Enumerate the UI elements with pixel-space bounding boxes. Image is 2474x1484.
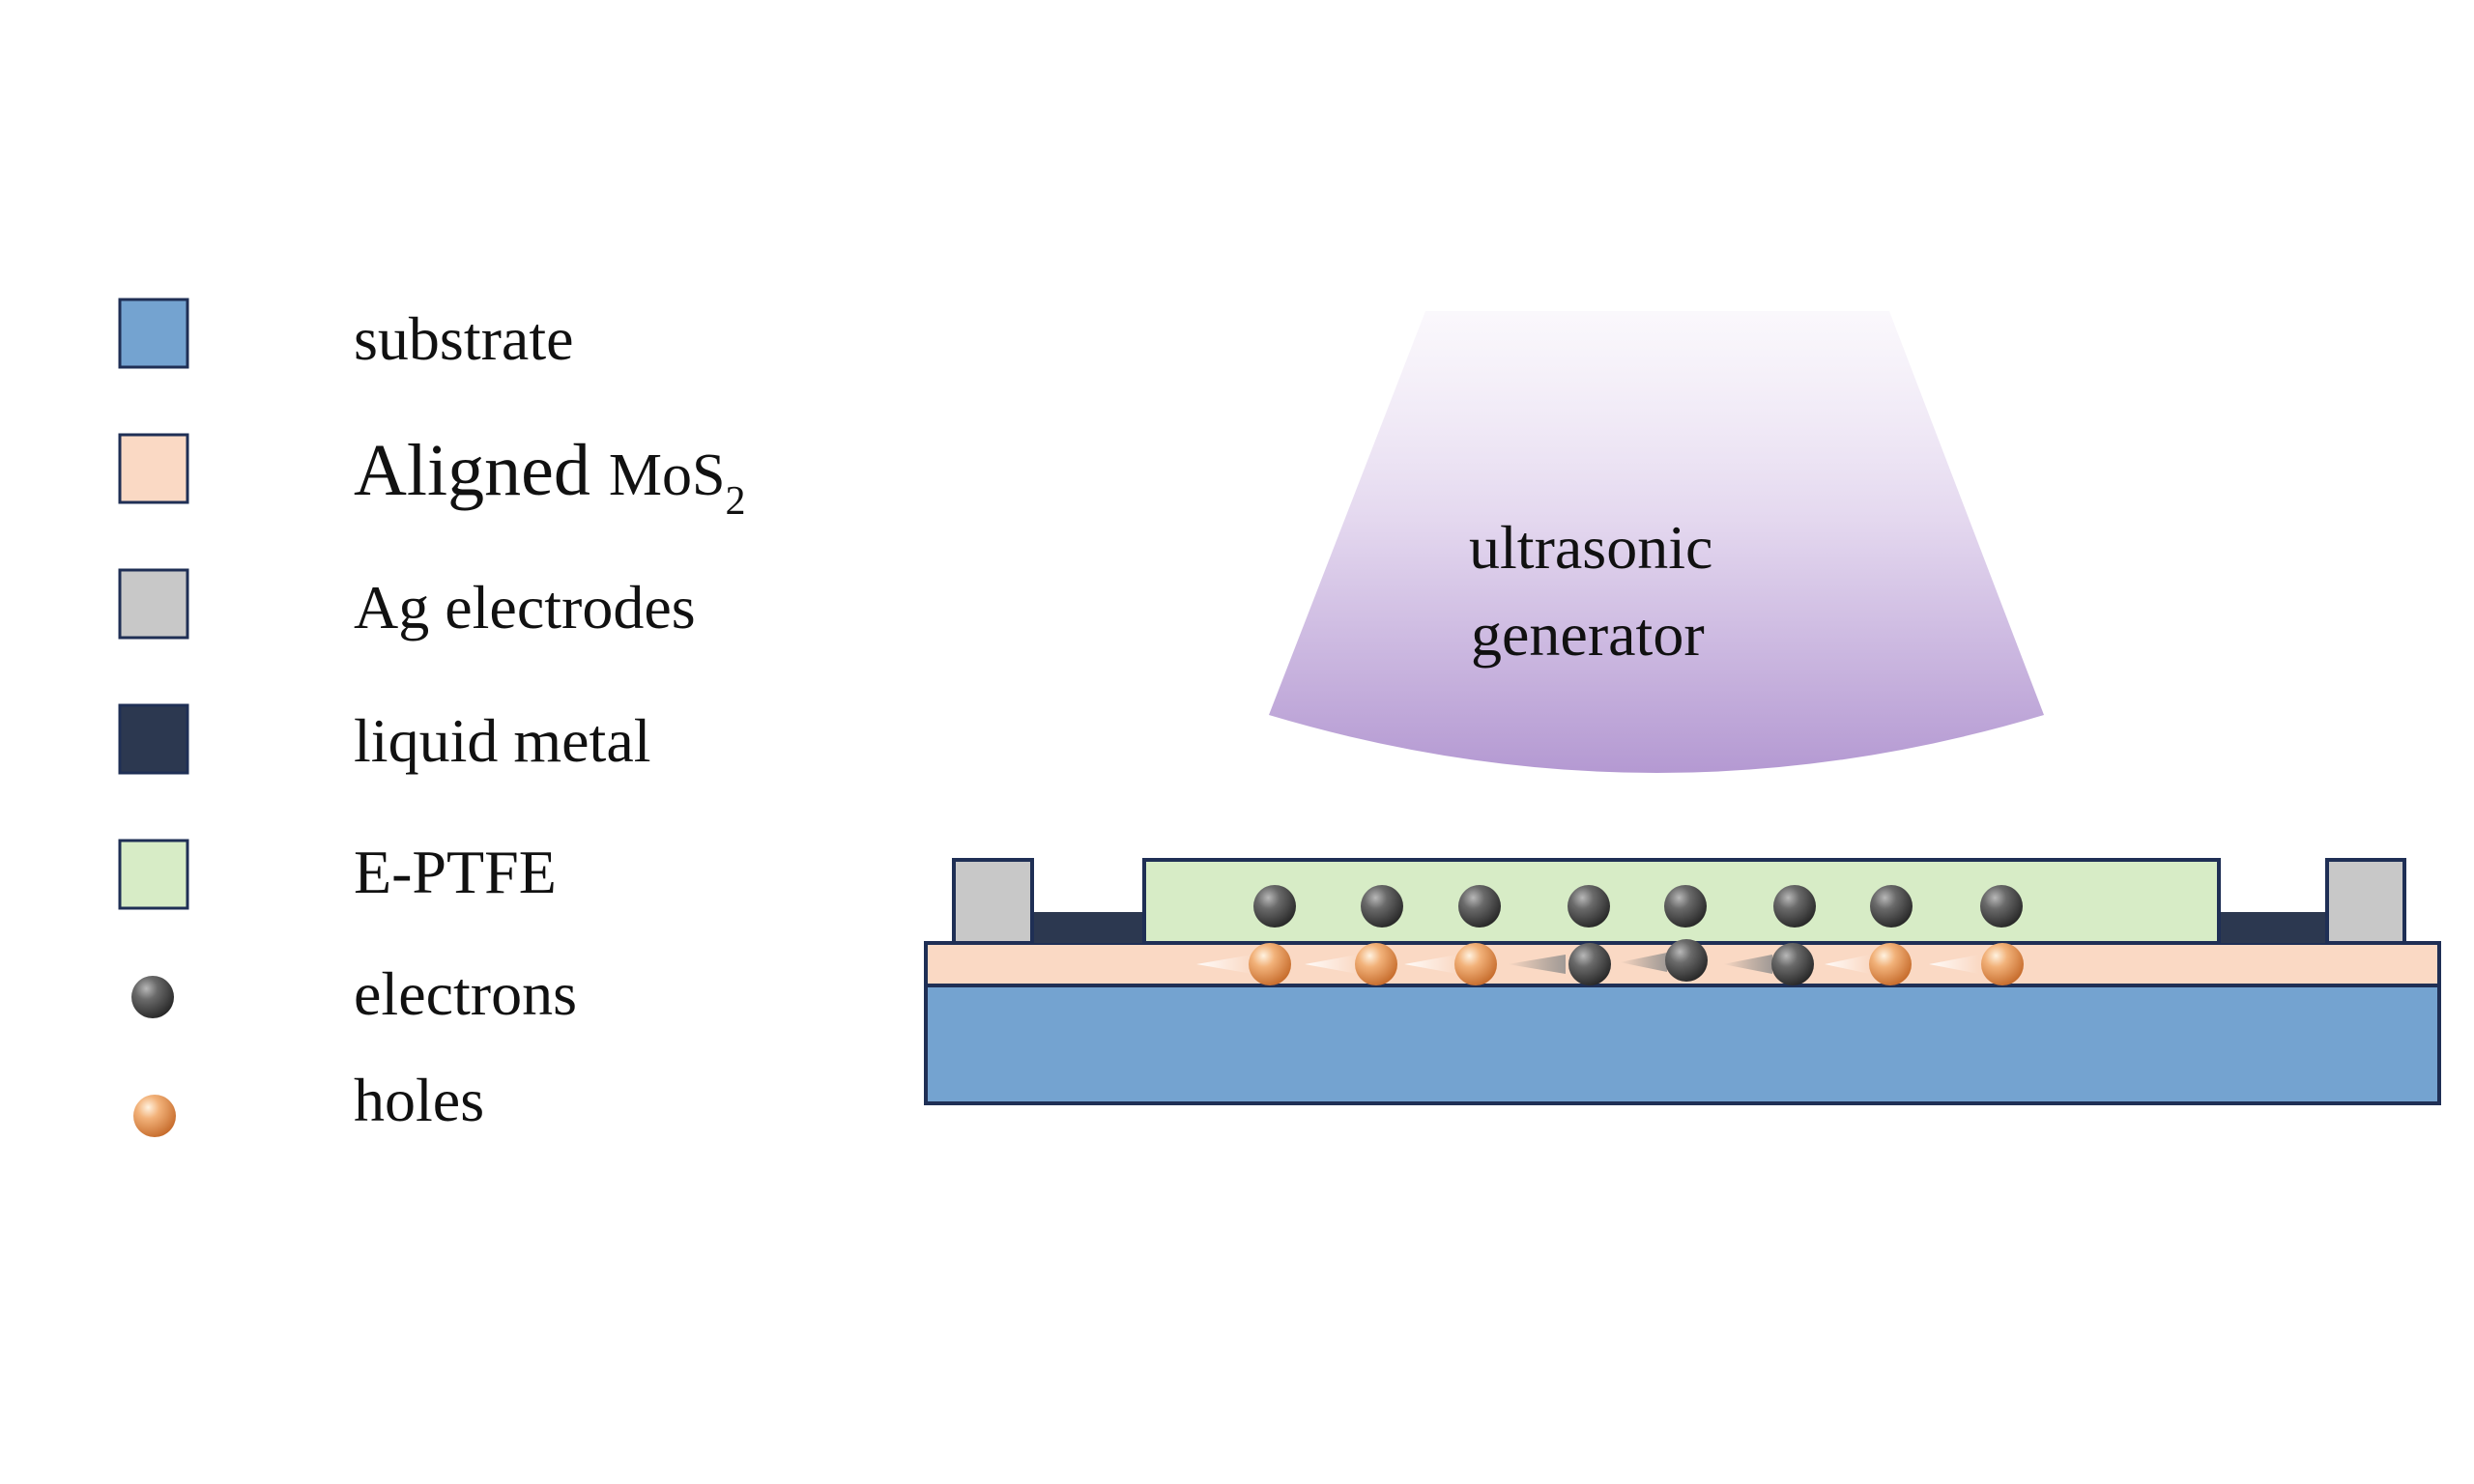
legend-swatch-substrate xyxy=(118,298,189,369)
legend-label-electrons: electrons xyxy=(354,959,577,1028)
mos2-hole xyxy=(1249,943,1291,985)
carrier-motion-trail xyxy=(1620,953,1667,972)
eptfe-electron xyxy=(1664,885,1707,928)
eptfe-electron xyxy=(1253,885,1296,928)
mos2-electron xyxy=(1771,943,1814,985)
eptfe-electron xyxy=(1458,885,1501,928)
legend-swatch-mos2 xyxy=(118,433,189,504)
legend-label-eptfe: E-PTFE xyxy=(354,838,557,906)
legend-label-liquid-metal: liquid metal xyxy=(354,706,651,775)
legend: substrate Aligned MoS2 Ag electrodes liq… xyxy=(118,298,745,1137)
legend-swatch-eptfe xyxy=(118,839,189,910)
generator-label-line2: generator xyxy=(1471,600,1705,669)
mos2-hole xyxy=(1355,943,1397,985)
legend-label-mos2-prefix: Aligned xyxy=(354,430,609,511)
legend-label-mos2: Aligned MoS2 xyxy=(354,430,745,524)
mos2-hole xyxy=(1981,943,2024,985)
legend-swatch-ag xyxy=(118,568,189,640)
mos2-hole xyxy=(1454,943,1497,985)
generator-cone xyxy=(1269,311,2044,773)
carrier-motion-trail xyxy=(1929,955,1979,974)
legend-electron-icon xyxy=(131,976,174,1018)
carrier-motion-trail xyxy=(1723,955,1772,974)
substrate-layer xyxy=(924,984,2441,1105)
liquid-metal-right xyxy=(2219,912,2327,943)
eptfe-electron xyxy=(1361,885,1403,928)
mos2-electron xyxy=(1568,943,1611,985)
carrier-motion-trail xyxy=(1305,955,1358,974)
carrier-motion-trail xyxy=(1404,955,1457,974)
mos2-electron xyxy=(1665,939,1708,982)
legend-label-holes: holes xyxy=(354,1066,484,1134)
ag-electrode-right xyxy=(2325,858,2406,945)
legend-hole-icon xyxy=(133,1095,176,1137)
carrier-motion-trail xyxy=(1196,955,1252,974)
ultrasonic-generator: ultrasonic generator xyxy=(1269,311,2044,773)
eptfe-electron xyxy=(1980,885,2023,928)
carrier-motion-trail xyxy=(1825,955,1870,974)
carrier-motion-trail xyxy=(1508,955,1566,974)
legend-label-mos2-formula: MoS xyxy=(609,442,726,508)
legend-label-mos2-subscript: 2 xyxy=(725,479,745,524)
eptfe-electron xyxy=(1870,885,1913,928)
liquid-metal-left xyxy=(1032,912,1144,943)
mos2-hole xyxy=(1869,943,1912,985)
ag-electrode-left xyxy=(952,858,1034,945)
generator-label-line1: ultrasonic xyxy=(1469,513,1712,582)
legend-label-substrate: substrate xyxy=(354,304,574,373)
eptfe-electron xyxy=(1773,885,1816,928)
carriers xyxy=(1196,885,2024,985)
legend-swatch-liquid-metal xyxy=(118,703,189,775)
legend-label-ag: Ag electrodes xyxy=(354,573,696,642)
eptfe-electron xyxy=(1568,885,1610,928)
